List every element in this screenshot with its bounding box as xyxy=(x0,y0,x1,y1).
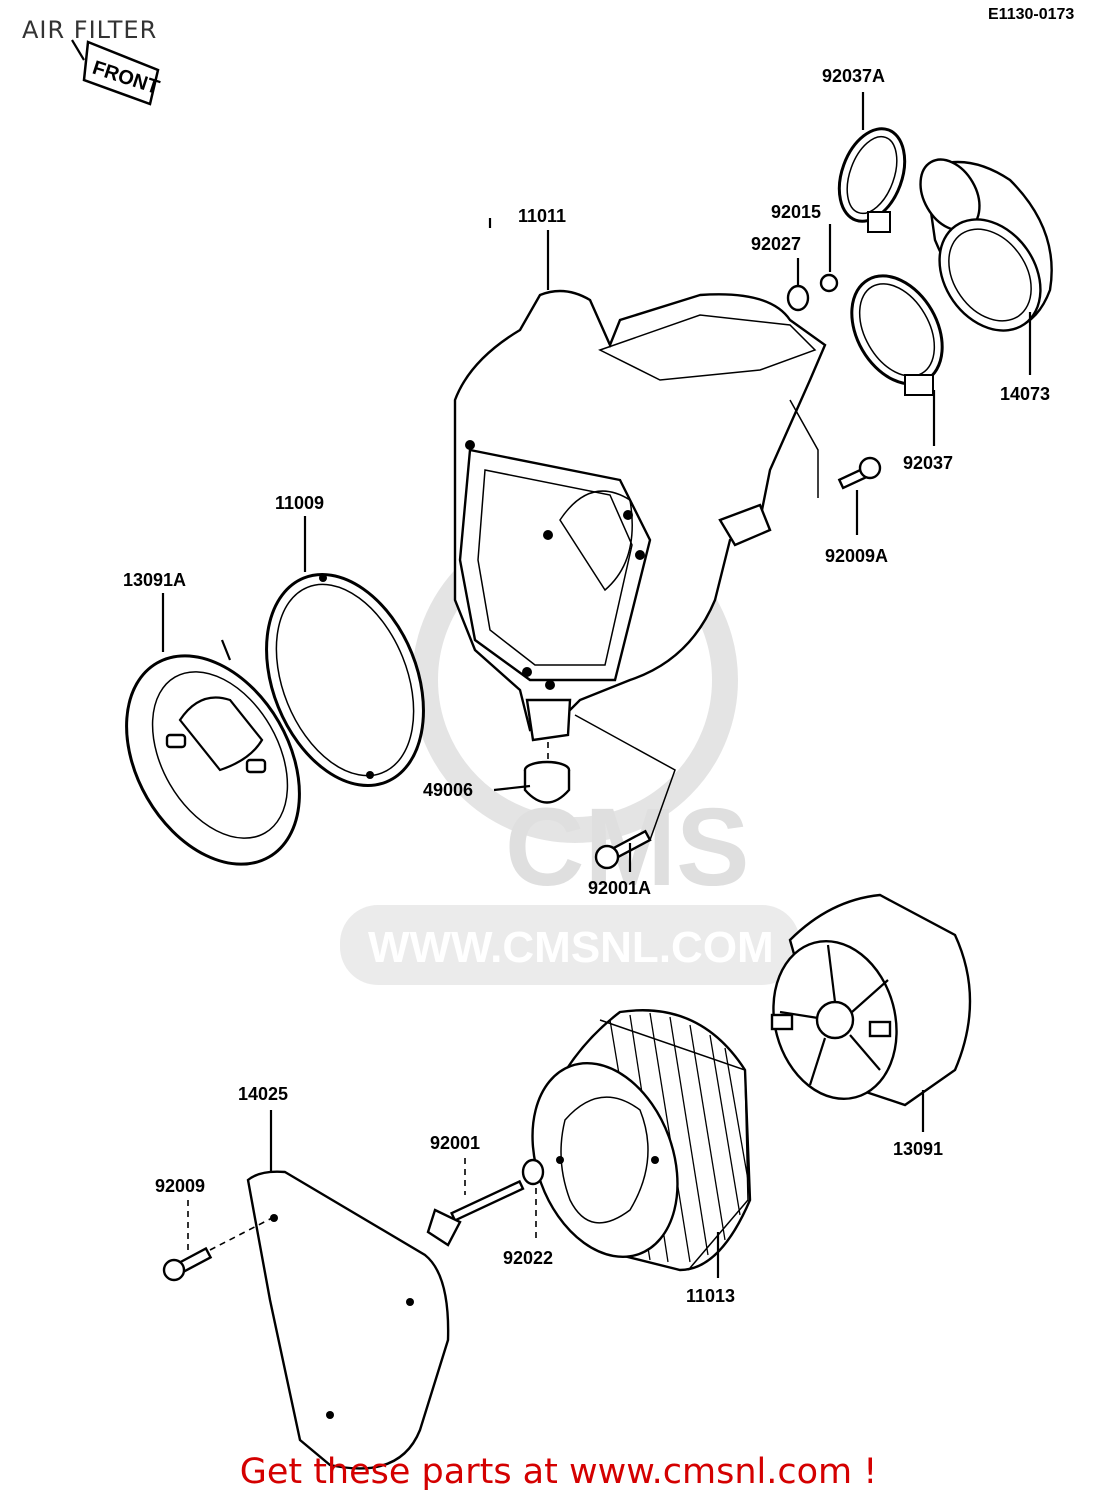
label-49006: 49006 xyxy=(423,780,473,800)
label-11011: 11011 xyxy=(518,206,566,226)
diagram-code: E1130-0173 xyxy=(988,6,1075,23)
label-92015: 92015 xyxy=(771,202,821,222)
label-11013: 11013 xyxy=(686,1286,735,1306)
label-11009: 11009 xyxy=(275,493,324,513)
label-92027: 92027 xyxy=(751,234,801,254)
watermark-url-text: WWW.CMSNL.COM xyxy=(368,923,774,972)
plate-13091A xyxy=(125,639,301,866)
nut-92015 xyxy=(819,273,839,293)
label-92001: 92001 xyxy=(430,1133,480,1153)
label-14073: 14073 xyxy=(1000,384,1050,404)
label-13091: 13091 xyxy=(893,1139,943,1159)
washer-92022 xyxy=(521,1158,545,1186)
footer-promo-text: Get these parts at www.cmsnl.com ! xyxy=(239,1452,878,1492)
label-92037A: 92037A xyxy=(822,66,885,86)
wing-bolt-92001 xyxy=(426,1179,525,1247)
side-cover-14025 xyxy=(246,1170,450,1470)
label-14025: 14025 xyxy=(238,1084,288,1104)
bolt-92009 xyxy=(162,1217,273,1282)
label-92001A: 92001A xyxy=(588,878,651,898)
label-92009A: 92009A xyxy=(825,546,888,566)
label-92009: 92009 xyxy=(155,1176,205,1196)
label-92022: 92022 xyxy=(503,1248,553,1268)
front-arrow-icon: FRONT xyxy=(71,39,162,106)
part-labels: 92037A 92015 92027 11011 14073 92037 920… xyxy=(123,66,1050,1306)
clamp-92037A xyxy=(837,127,907,233)
diagram-title: AIR FILTER xyxy=(22,16,158,44)
filter-element-11013 xyxy=(531,1009,752,1272)
label-92037: 92037 xyxy=(903,453,953,473)
clamp-92037 xyxy=(850,274,944,396)
collar-92027 xyxy=(786,284,810,312)
label-13091A: 13091A xyxy=(123,570,186,590)
drain-plug-49006 xyxy=(523,742,571,804)
filter-cage-13091 xyxy=(770,893,972,1107)
gasket-11009 xyxy=(265,573,425,787)
air-duct-14073 xyxy=(919,158,1053,332)
bolt-92009A xyxy=(789,399,882,498)
air-box-housing xyxy=(453,289,827,742)
leader-lines xyxy=(161,92,1032,1278)
